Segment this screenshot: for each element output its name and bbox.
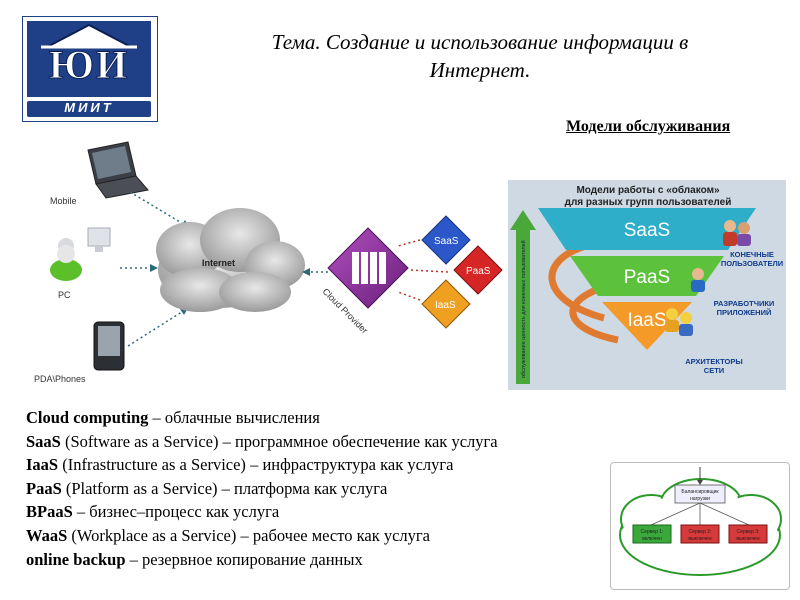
- logo-monogram: ЮИ: [48, 42, 130, 88]
- server-1-line1: Сервер 1:: [641, 529, 664, 535]
- pyramid-label-paas: PaaS: [624, 267, 670, 288]
- definition-item: IaaS (Infrastructure as a Service) – инф…: [26, 453, 646, 477]
- audience-iaas-line1: АРХИТЕКТОРЫ: [685, 357, 742, 366]
- server-1-box: [632, 524, 672, 544]
- value-arrow-icon: [510, 210, 536, 384]
- definition-desc: – бизнес–процесс как услуга: [72, 502, 280, 522]
- audience-saas-line2: ПОЛЬЗОВАТЕЛИ: [721, 259, 783, 268]
- laptop-icon: [87, 141, 149, 199]
- service-arrows: [397, 239, 449, 301]
- pda-icon: [93, 321, 125, 371]
- definition-term: PaaS: [26, 478, 62, 498]
- definition-item: WaaS (Workplace as a Service) – рабочее …: [26, 524, 646, 548]
- server-2-box: [680, 524, 720, 544]
- definition-paren: (Workplace as a Service): [67, 525, 237, 545]
- page-title: Тема. Создание и использование информаци…: [271, 30, 689, 82]
- cloud-network-diagram: Mobile PC PDA\Phones Internet: [34, 141, 503, 384]
- server-3-box: [728, 524, 768, 544]
- pyramid-level-paas: [570, 256, 724, 296]
- user-pc-icon: [50, 227, 111, 281]
- definition-desc: – резервное копирование данных: [125, 549, 363, 569]
- definition-desc: – рабочее место как услуга: [236, 525, 430, 545]
- iaas-label: IaaS: [435, 300, 456, 311]
- device-label-pda: PDA\Phones: [34, 374, 86, 384]
- definition-desc: – программное обеспечение как услуга: [218, 431, 498, 451]
- server-3-line2: выключен: [736, 536, 759, 542]
- pyramid-level-saas: [538, 208, 756, 250]
- definition-term: WaaS: [26, 525, 68, 545]
- paas-diamond-icon: [453, 245, 503, 295]
- definition-desc: – платформа как услуга: [217, 478, 388, 498]
- cloud-models-pyramid: Модели работы с «облаком» для разных гру…: [508, 180, 786, 390]
- definition-desc: – инфраструктура как услуга: [245, 455, 454, 475]
- definition-paren: (Software as a Service): [60, 431, 219, 451]
- definition-term: SaaS: [26, 431, 61, 451]
- definition-item: BPaaS – бизнес–процесс как услуга: [26, 500, 646, 524]
- definitions-list: Cloud computing – облачные вычисления Sa…: [26, 406, 646, 571]
- load-balancer-diagram: Балансировщик нагрузки Сервер 1: включен…: [610, 462, 790, 590]
- definition-paren: (Platform as a Service): [61, 478, 218, 498]
- architects-icon: [665, 308, 693, 336]
- paas-label: PaaS: [466, 266, 491, 277]
- load-balancer-cloud-icon: Балансировщик нагрузки Сервер 1: включен…: [619, 467, 782, 576]
- audience-iaas-line2: СЕТИ: [704, 366, 724, 375]
- definition-item: online backup – резервное копирование да…: [26, 548, 646, 572]
- pyramid-label-saas: SaaS: [624, 220, 670, 241]
- definition-desc: – облачные вычисления: [148, 408, 320, 427]
- saas-label: SaaS: [434, 236, 459, 247]
- logo-roof-icon: [41, 23, 137, 49]
- iaas-diamond-icon: [421, 279, 471, 329]
- cloud-label: Internet: [202, 258, 235, 268]
- pyramid-title-line2: для разных групп пользователей: [565, 197, 732, 208]
- pyramid-label-iaas: IaaS: [627, 310, 666, 331]
- pyramid-title-line1: Модели работы с «облаком»: [576, 184, 720, 196]
- definition-term: BPaaS: [26, 502, 73, 522]
- device-arrows: [120, 191, 191, 347]
- logo-bar: [27, 101, 151, 117]
- device-label-mobile: Mobile: [50, 196, 77, 206]
- curved-arrows-icon: [548, 242, 619, 344]
- audience-paas-line1: РАЗРАБОТЧИКИ: [714, 299, 775, 308]
- audience-saas-line1: КОНЕЧНЫЕ: [730, 250, 774, 259]
- saas-diamond-icon: [421, 215, 471, 265]
- cloud-provider-icon: [327, 227, 409, 309]
- server-2-line1: Сервер 2:: [689, 529, 712, 535]
- server-2-line2: выключен: [688, 536, 711, 542]
- definition-term: Cloud computing: [26, 408, 149, 427]
- server-1-line2: включен: [642, 536, 662, 542]
- balancer-label-line2: нагрузки: [690, 496, 710, 502]
- audience-paas-line2: ПРИЛОЖЕНИЙ: [717, 308, 772, 317]
- pyramid-side-label: обслуживание ценность для конечных польз…: [520, 240, 527, 378]
- definition-item: Cloud computing – облачные вычисления: [26, 406, 646, 430]
- device-label-pc: PC: [58, 290, 71, 300]
- definition-term: IaaS: [26, 455, 59, 475]
- server-3-line1: Сервер 3:: [737, 529, 760, 535]
- definition-item: PaaS (Platform as a Service) – платформа…: [26, 477, 646, 501]
- definition-paren: (Infrastructure as a Service): [58, 455, 246, 475]
- end-users-icon: [723, 220, 751, 246]
- provider-arrowhead: [302, 268, 310, 276]
- logo-wordmark: МИИТ: [64, 100, 114, 115]
- definition-term: online backup: [26, 549, 126, 569]
- university-logo: ЮИ МИИТ: [22, 16, 158, 122]
- internet-cloud-icon: [156, 208, 305, 312]
- developers-icon: [691, 268, 705, 292]
- balancer-label-line1: Балансировщик: [681, 489, 719, 495]
- definition-item: SaaS (Software as a Service) – программн…: [26, 430, 646, 454]
- section-subtitle: Модели обслуживания: [566, 118, 731, 135]
